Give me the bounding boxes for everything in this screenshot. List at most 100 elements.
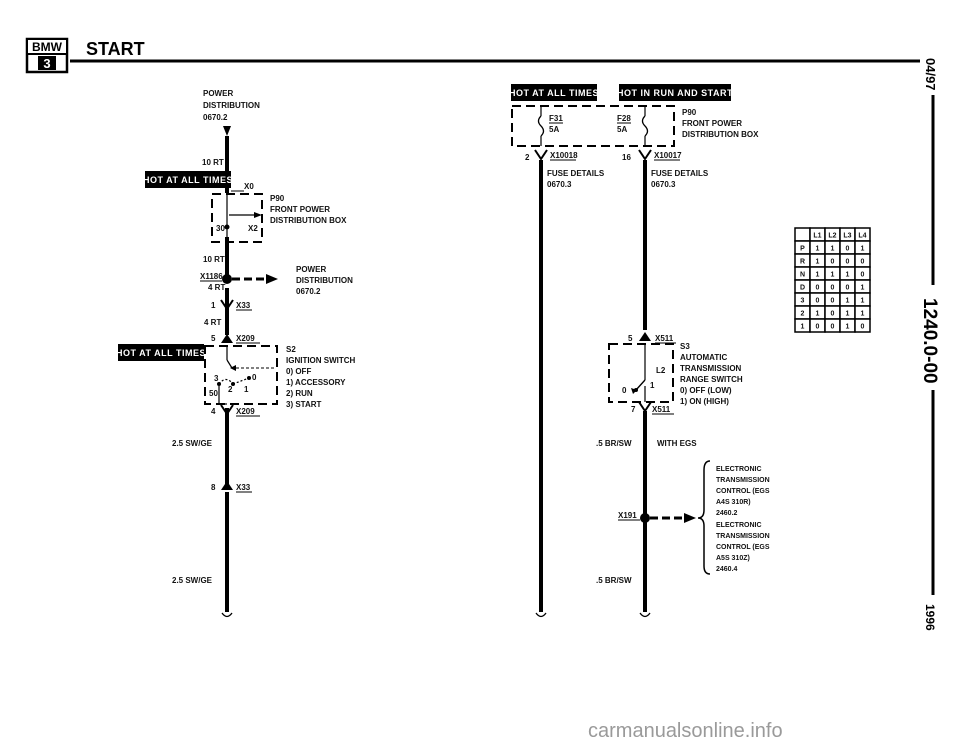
pin-8: 8 [211, 483, 216, 492]
truth-table-value: 0 [816, 298, 820, 305]
truth-table-value: 1 [846, 311, 850, 318]
badge-hot-all-times-1 [145, 171, 231, 188]
wire-4rt-b: 4 RT [204, 318, 221, 327]
label-fuse-details-b: FUSE DETAILS [651, 169, 709, 178]
truth-table-value: 0 [831, 259, 835, 266]
badge-hot-in-run-text: HOT IN RUN AND START [617, 88, 733, 98]
truth-table-value: 2 [801, 311, 805, 318]
p90-box [211, 193, 263, 243]
truth-table-value: 0 [846, 285, 850, 292]
truth-table-header: L1 [813, 233, 821, 240]
truth-table-value: 0 [846, 246, 850, 253]
truth-table-value: 0 [846, 259, 850, 266]
ground-icon [221, 612, 233, 618]
label-x209-b: X209 [236, 407, 255, 416]
side-code: 1240.0-00 [919, 298, 940, 384]
label-egs-9: A5S 310Z) [716, 555, 750, 562]
label-x0: X0 [244, 182, 254, 191]
right-circuit: HOT AT ALL TIMES HOT IN RUN AND START F3… [509, 84, 770, 618]
truth-table-value: R [800, 259, 805, 266]
bmw-logo: BMW 3 [25, 37, 69, 74]
badge-hot-in-run [619, 84, 731, 101]
truth-table-value: 1 [816, 259, 820, 266]
label-x10018: X10018 [550, 151, 578, 160]
label-fuse-details-b-2: 0670.3 [651, 180, 676, 189]
label-x511-a: X511 [655, 334, 674, 343]
label-fuse-details-a: FUSE DETAILS [547, 169, 605, 178]
truth-table-value: 1 [816, 272, 820, 279]
connector-x33-b [221, 481, 233, 490]
label-x33-a: X33 [236, 301, 251, 310]
label-x209-a: X209 [236, 334, 255, 343]
label-egs-10: 2460.4 [716, 566, 738, 573]
sw-pin-3: 3 [214, 374, 219, 383]
label-s2-6: 3) START [286, 400, 322, 409]
sw-pin-0-right: 0 [622, 386, 627, 395]
truth-table-value: N [800, 272, 805, 279]
pin-7: 7 [631, 405, 636, 414]
truth-table-value: 1 [831, 272, 835, 279]
logo-sub: 3 [43, 56, 50, 71]
wire-10rt-a: 10 RT [202, 158, 224, 167]
side-year: 1996 [923, 604, 937, 631]
wire-5br-a: .5 BR/SW [596, 439, 632, 448]
truth-table-value: 1 [861, 311, 865, 318]
truth-table-value: P [800, 246, 805, 253]
label-s3-6: 1) ON (HIGH) [680, 397, 729, 406]
truth-table-header: L4 [858, 233, 866, 240]
truth-table-value: 0 [816, 285, 820, 292]
fuse-f28-icon [641, 115, 649, 137]
truth-table-value: 1 [816, 246, 820, 253]
label-s2-5: 2) RUN [286, 389, 313, 398]
left-circuit: POWER DISTRIBUTION 0670.2 10 RT HOT AT A… [116, 89, 356, 618]
pin-2-right: 2 [525, 153, 530, 162]
label-f28: F28 [617, 114, 631, 123]
wire-5br-b: .5 BR/SW [596, 576, 632, 585]
label-power-dist2-3: 0670.2 [296, 287, 321, 296]
truth-table-value: 0 [816, 324, 820, 331]
label-egs-2: TRANSMISSION [716, 477, 770, 484]
pin-4: 4 [211, 407, 216, 416]
s2-box [204, 345, 278, 405]
truth-table-value: 0 [831, 324, 835, 331]
label-s2-3: 0) OFF [286, 367, 311, 376]
label-p90-3: DISTRIBUTION BOX [270, 216, 347, 225]
label-egs-3: CONTROL (EGS [716, 488, 770, 495]
label-egs-5: 2460.2 [716, 510, 738, 517]
watermark: carmanualsonline.info [588, 720, 783, 742]
sw-pin-2: 2 [228, 385, 233, 394]
side-date: 04/97 [923, 58, 938, 91]
truth-table-value: 0 [861, 259, 865, 266]
label-f28-amp: 5A [617, 125, 627, 134]
pin-30: 30 [216, 224, 225, 233]
ground-icon-right-a [535, 612, 547, 618]
pin-16: 16 [622, 153, 631, 162]
truth-table-value: 0 [831, 285, 835, 292]
label-s3-5: 0) OFF (LOW) [680, 386, 732, 395]
label-x10017: X10017 [654, 151, 682, 160]
wire-25sw-b: 2.5 SW/GE [172, 576, 213, 585]
ground-icon-right-b [639, 612, 651, 618]
truth-table-value: 0 [861, 272, 865, 279]
logo-text: BMW [32, 40, 63, 54]
label-egs-6: ELECTRONIC [716, 522, 762, 529]
sw-pin-1-right: 1 [650, 381, 655, 390]
truth-table-value: 0 [831, 298, 835, 305]
page-title: START [86, 39, 145, 59]
truth-table-value: 1 [801, 324, 805, 331]
truth-table-cell [854, 318, 871, 333]
label-s2-2: IGNITION SWITCH [286, 356, 356, 365]
label-x1186: X1186 [200, 272, 223, 281]
truth-table-cell [794, 227, 811, 242]
wire-10rt-b: 10 RT [203, 255, 225, 264]
label-l2: L2 [656, 366, 666, 375]
wire-4rt-a: 4 RT [208, 283, 225, 292]
sw-pin-0: 0 [252, 373, 257, 382]
label-s3-3: TRANSMISSION [680, 364, 742, 373]
label-s3: S3 [680, 342, 690, 351]
label-p90-2: FRONT POWER [270, 205, 330, 214]
truth-table-value: 1 [861, 298, 865, 305]
label-x191: X191 [618, 511, 637, 520]
